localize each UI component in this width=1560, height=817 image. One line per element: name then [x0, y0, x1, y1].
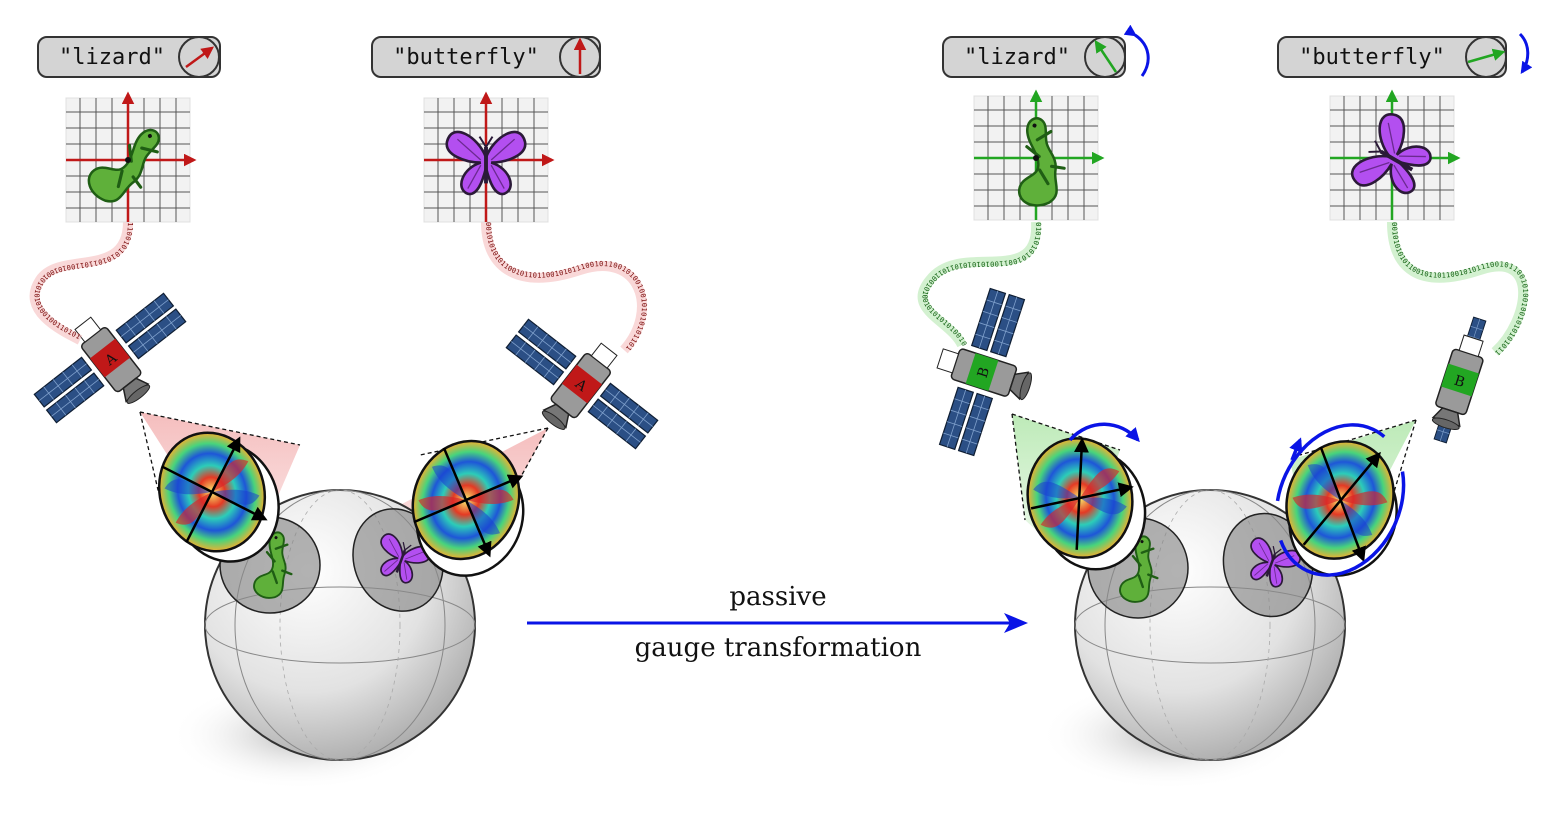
feature-field-icon [142, 414, 296, 580]
class-label: "lizard" [59, 45, 165, 70]
rotation-arrow-icon [1123, 24, 1150, 77]
left-frame: A A 110010101010110110010100101010101001… [0, 0, 659, 790]
transition: passive gauge transformation [527, 582, 1028, 663]
satellite-label: B [1452, 373, 1467, 391]
grid-frame-icon [973, 89, 1105, 221]
orientation-dial-icon [1465, 36, 1507, 78]
label-pill-butterfly: "butterfly" [1277, 32, 1533, 78]
label-pill-lizard: "lizard" [37, 36, 221, 78]
label-pill-lizard: "lizard" [942, 24, 1150, 78]
grid-frame-icon [1329, 89, 1461, 221]
satellite-icon: A [33, 292, 187, 424]
satellite-label: B [975, 365, 993, 380]
feature-field-icon [1260, 422, 1423, 595]
rotation-arrow-icon [1068, 422, 1140, 443]
orientation-dial-icon [178, 36, 220, 78]
class-label: "butterfly" [1299, 45, 1445, 70]
feature-field-icon [388, 423, 548, 594]
label-pill-butterfly: "butterfly" [371, 36, 601, 78]
orientation-dial-icon [559, 36, 601, 78]
satellite-icon: A [505, 318, 659, 450]
satellite-icon: B [1428, 316, 1490, 444]
arrow-head-icon [1004, 613, 1028, 633]
rotation-ring-icon [1274, 423, 1406, 577]
rotation-arrow-icon [1518, 32, 1533, 74]
class-label: "butterfly" [393, 45, 539, 70]
orientation-dial-icon [1084, 36, 1126, 78]
transition-top-label: passive [729, 582, 826, 612]
grid-frame-icon [65, 91, 197, 223]
satellite-icon: B [934, 287, 1036, 457]
feature-field-icon [1015, 425, 1158, 583]
class-label: "lizard" [964, 45, 1070, 70]
grid-frame-icon [423, 91, 555, 223]
transition-bottom-label: gauge transformation [635, 633, 922, 663]
